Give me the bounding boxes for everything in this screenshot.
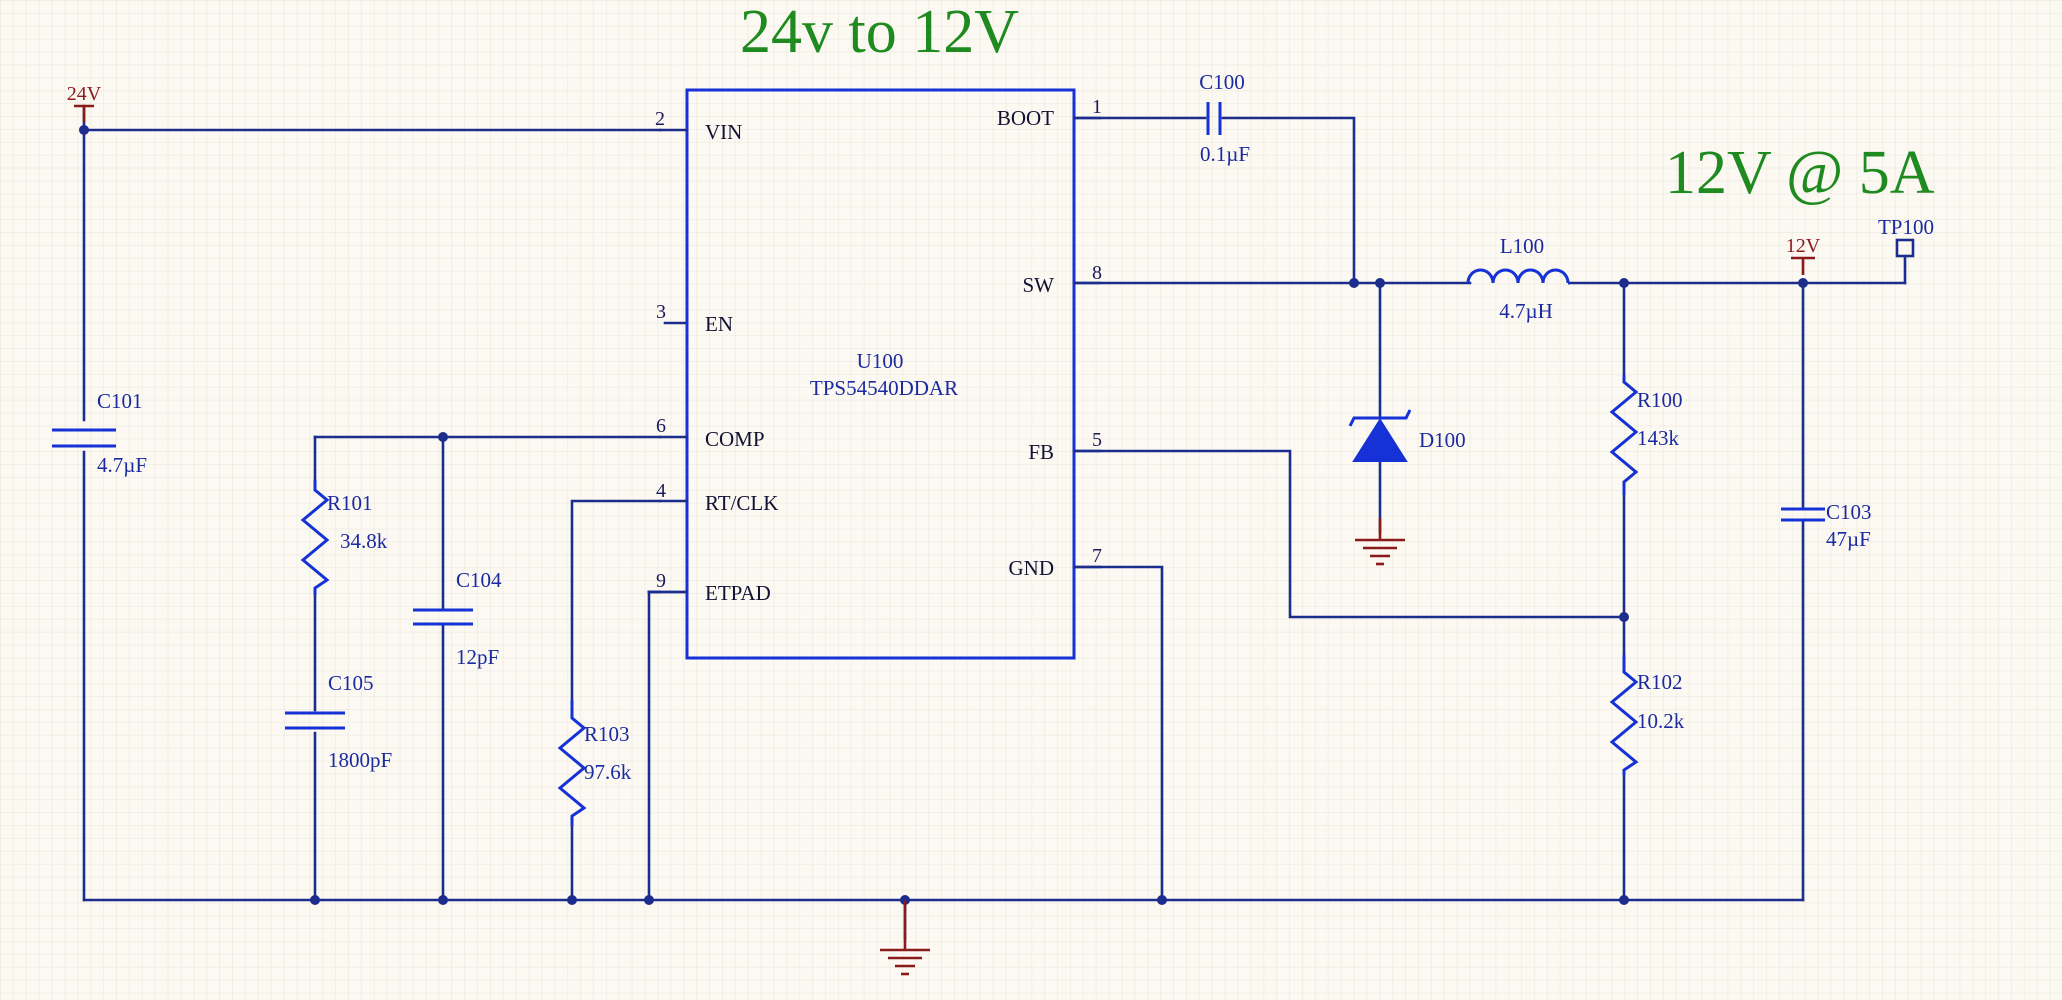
junction <box>644 895 654 905</box>
junction <box>1619 895 1629 905</box>
junction <box>310 895 320 905</box>
r100-value: 143k <box>1637 426 1680 450</box>
testpoint-tp100[interactable]: TP100 <box>1878 215 1934 258</box>
net-label-24v: 24V <box>67 83 102 105</box>
pin-num-gnd: 7 <box>1092 545 1102 567</box>
ground-symbol-main[interactable] <box>880 900 930 976</box>
ic-part-number: TPS54540DDAR <box>810 376 958 400</box>
r103-value: 97.6k <box>584 760 632 784</box>
junction <box>438 432 448 442</box>
diode-triangle <box>1352 418 1408 462</box>
capacitor-c105[interactable]: C105 1800pF <box>285 671 392 772</box>
c104-value: 12pF <box>456 645 499 669</box>
junction <box>79 125 89 135</box>
c103-ref: C103 <box>1826 500 1872 524</box>
r100-ref: R100 <box>1637 388 1683 412</box>
pin-name-boot: BOOT <box>997 106 1054 130</box>
pin-name-sw: SW <box>1023 273 1055 297</box>
net-24v[interactable]: 24V <box>67 83 102 122</box>
r102-value: 10.2k <box>1637 709 1685 733</box>
l100-value: 4.7µH <box>1499 299 1553 323</box>
pin-name-vin: VIN <box>705 120 742 144</box>
junction <box>438 895 448 905</box>
c104-ref: C104 <box>456 568 502 592</box>
resistor-r101[interactable]: R101 34.8k <box>300 480 388 595</box>
c105-value: 1800pF <box>328 748 392 772</box>
r101-ref: R101 <box>327 491 373 515</box>
c101-value: 4.7µF <box>97 453 147 477</box>
pin-num-boot: 1 <box>1092 96 1102 118</box>
ic-designator: U100 <box>857 349 904 373</box>
ic-body[interactable] <box>685 88 1076 660</box>
ground-symbol-diode[interactable] <box>1355 518 1405 566</box>
capacitor-c100[interactable]: C100 0.1µF <box>1199 70 1250 166</box>
c105-ref: C105 <box>328 671 374 695</box>
junction <box>1619 278 1629 288</box>
capacitor-c104[interactable]: C104 12pF <box>413 568 502 669</box>
wires <box>82 104 1907 940</box>
c100-value: 0.1µF <box>1200 142 1250 166</box>
pin-num-en: 3 <box>656 301 666 323</box>
wire-etpad <box>647 590 688 902</box>
ic-u100[interactable]: U100 TPS54540DDAR 2 VIN 3 EN 6 COMP 4 RT… <box>647 88 1102 660</box>
capacitor-c101[interactable]: C101 4.7µF <box>52 389 147 477</box>
pin-name-en: EN <box>705 312 733 336</box>
junctions <box>79 125 1808 905</box>
schematic-title: 24v to 12V <box>740 0 1019 66</box>
ic-pin-stubs <box>647 116 1102 594</box>
junction <box>1349 278 1359 288</box>
net-label-12v: 12V <box>1786 235 1821 257</box>
r101-value: 34.8k <box>340 529 388 553</box>
c100-ref: C100 <box>1199 70 1245 94</box>
pin-num-fb: 5 <box>1092 429 1102 451</box>
d100-ref: D100 <box>1419 428 1466 452</box>
wire-gnd-pin <box>1072 565 1164 902</box>
pin-name-gnd: GND <box>1009 556 1055 580</box>
pin-name-etpad: ETPAD <box>705 581 771 605</box>
resistor-r103[interactable]: R103 97.6k <box>557 700 632 826</box>
r102-ref: R102 <box>1637 670 1683 694</box>
pin-name-fb: FB <box>1028 440 1054 464</box>
pin-num-vin: 2 <box>655 108 665 130</box>
tp100-ref: TP100 <box>1878 215 1934 239</box>
diode-d100[interactable]: D100 <box>1348 409 1466 462</box>
output-rating-label: 12V @ 5A <box>1665 139 1935 207</box>
pin-num-rt: 4 <box>656 480 666 502</box>
pin-num-etpad: 9 <box>656 570 666 592</box>
junction <box>1798 278 1808 288</box>
junction <box>1375 278 1385 288</box>
pin-num-sw: 8 <box>1092 262 1102 284</box>
c103-value: 47µF <box>1826 527 1871 551</box>
wire-c100-sw <box>1221 116 1356 285</box>
pin-name-comp: COMP <box>705 427 765 451</box>
pin-num-comp: 6 <box>656 415 666 437</box>
diode-cathode-bar <box>1348 409 1412 427</box>
pin-name-rt: RT/CLK <box>705 491 778 515</box>
wire-rt <box>570 499 662 702</box>
r103-ref: R103 <box>584 722 630 746</box>
junction <box>567 895 577 905</box>
capacitor-c103[interactable]: C103 47µF <box>1781 500 1872 551</box>
c101-ref: C101 <box>97 389 143 413</box>
inductor-l100[interactable]: L100 4.7µH <box>1466 234 1570 323</box>
l100-ref: L100 <box>1500 234 1544 258</box>
junction <box>1157 895 1167 905</box>
resistor-r100[interactable]: R100 143k <box>1609 375 1683 495</box>
wire-fb <box>1072 449 1626 619</box>
junction <box>1619 612 1629 622</box>
resistor-r102[interactable]: R102 10.2k <box>1609 655 1685 775</box>
net-12v[interactable]: 12V <box>1786 235 1821 275</box>
testpoint-pad[interactable] <box>1895 238 1915 258</box>
